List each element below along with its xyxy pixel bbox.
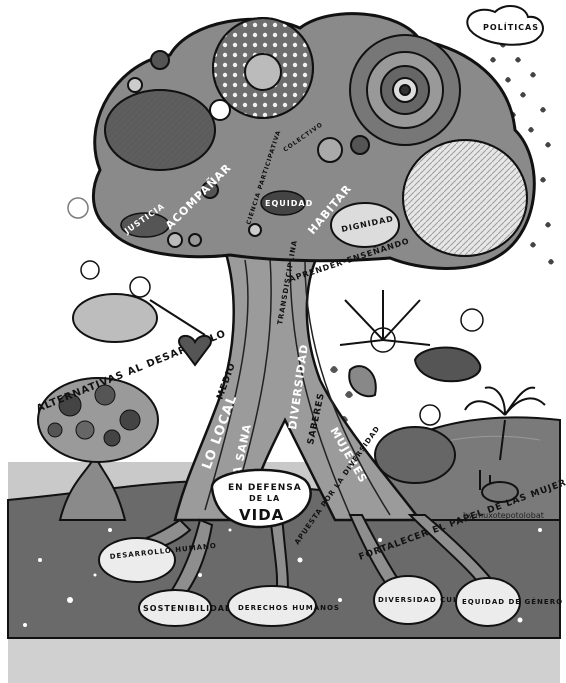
footer-band: [8, 638, 560, 683]
root-derechos: DERECHOS HUMANOS: [238, 604, 340, 612]
badge-line1: EN DEFENSA: [228, 483, 302, 493]
politicas-label: POLÍTICAS: [483, 21, 539, 32]
artist-signature: by muxotepotolobat: [463, 511, 544, 520]
root-equidad: EQUIDAD DE GÉNERO: [462, 597, 563, 606]
center-badge: EN DEFENSA DE LA VIDA: [212, 470, 311, 527]
badge-line2: DE LA: [249, 494, 280, 503]
root-sostenibilidad: SOSTENIBILIDAD: [143, 604, 233, 613]
badge-line3: VIDA: [239, 506, 284, 524]
equidad-label: EQUIDAD: [265, 199, 313, 208]
